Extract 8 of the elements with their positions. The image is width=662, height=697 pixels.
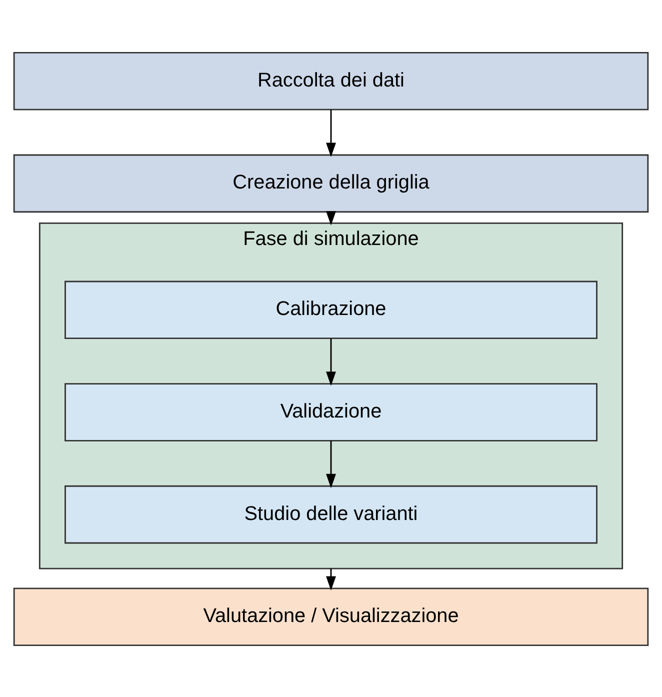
node-box: Calibrazione (64, 280, 598, 339)
node-box: Raccolta dei dati (13, 51, 649, 110)
arrow (326, 338, 336, 386)
arrow (326, 440, 336, 488)
arrow (326, 109, 336, 157)
node-box: Valutazione / Visualizzazione (13, 587, 649, 646)
node-box: Studio delle varianti (64, 484, 598, 544)
node-box: Validazione (64, 382, 598, 441)
